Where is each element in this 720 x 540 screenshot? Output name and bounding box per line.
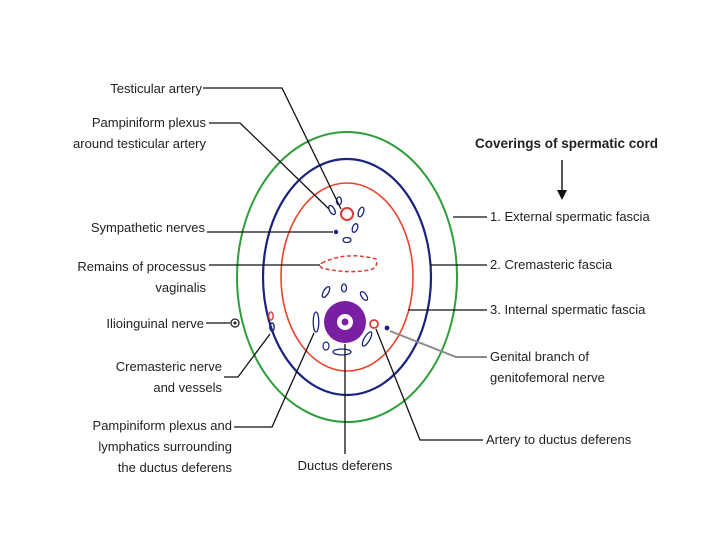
label-cremasteric-nerve: Cremasteric nerve	[116, 359, 222, 374]
label-processus-vaginalis: Remains of processus	[77, 259, 206, 274]
label-pampiniform-plexus: Pampiniform plexus	[92, 115, 207, 130]
testicular-artery-vessel	[340, 207, 354, 221]
sympathetic-nerve-dot	[333, 229, 339, 235]
ilioinguinal-nerve-symbol	[230, 318, 240, 328]
cremasteric-vessel	[268, 311, 274, 321]
label-genital-branch: Genital branch of	[490, 349, 589, 364]
label-ilioinguinal-nerve: Ilioinguinal nerve	[106, 316, 204, 331]
pampiniform-vein	[332, 348, 352, 356]
ductus-deferens-lumen-core	[341, 318, 349, 326]
heading-arrow-head	[557, 190, 567, 200]
pampiniform-vein	[328, 204, 336, 216]
label-pampiniform-lymphatics: Pampiniform plexus and	[93, 418, 232, 433]
pampiniform-vein	[342, 236, 352, 244]
label-pampiniform-lymphatics-line3: the ductus deferens	[118, 460, 233, 475]
pampiniform-vein	[361, 331, 373, 347]
leader-pampiniform-plexus	[209, 122, 330, 210]
label-internal-fascia: 3. Internal spermatic fascia	[490, 302, 646, 317]
leader-pampiniform-lymphatics	[234, 332, 315, 428]
label-sympathetic-nerves: Sympathetic nerves	[91, 220, 206, 235]
coverings-heading: Coverings of spermatic cord	[475, 136, 658, 151]
label-pampiniform-plexus-line2: around testicular artery	[73, 136, 206, 151]
processus-vaginalis-remnant	[319, 255, 378, 273]
label-cremasteric-fascia: 2. Cremasteric fascia	[490, 257, 613, 272]
pampiniform-vein	[321, 286, 331, 298]
label-ductus-deferens: Ductus deferens	[298, 458, 393, 473]
leader-genital-branch	[389, 330, 487, 358]
internal-spermatic-fascia-ring	[280, 182, 414, 372]
label-testicular-artery: Testicular artery	[110, 81, 202, 96]
label-artery-ductus: Artery to ductus deferens	[486, 432, 632, 447]
ilioinguinal-nerve-core	[233, 321, 237, 325]
cremasteric-fascia-ring	[261, 157, 433, 397]
artery-to-ductus-vessel	[369, 319, 379, 329]
leader-artery-ductus	[375, 328, 483, 441]
label-cremasteric-nerve-line2: and vessels	[153, 380, 222, 395]
genital-branch-nerve-dot	[384, 325, 390, 331]
pampiniform-vein	[359, 291, 369, 301]
label-external-fascia: 1. External spermatic fascia	[490, 209, 650, 224]
label-processus-vaginalis-line2: vaginalis	[155, 280, 206, 295]
pampiniform-vein	[357, 206, 365, 218]
leader-cremasteric-nerve	[224, 333, 271, 378]
pampiniform-vein	[340, 283, 348, 293]
label-genital-branch-line2: genitofemoral nerve	[490, 370, 605, 385]
external-spermatic-fascia-ring	[236, 131, 458, 423]
pampiniform-vein	[351, 223, 359, 233]
pampiniform-vein	[312, 311, 320, 333]
cremasteric-vessel	[269, 322, 275, 332]
pampiniform-vein	[322, 341, 330, 351]
label-pampiniform-lymphatics-line2: lymphatics surrounding	[98, 439, 232, 454]
leader-testicular-artery	[203, 87, 342, 210]
